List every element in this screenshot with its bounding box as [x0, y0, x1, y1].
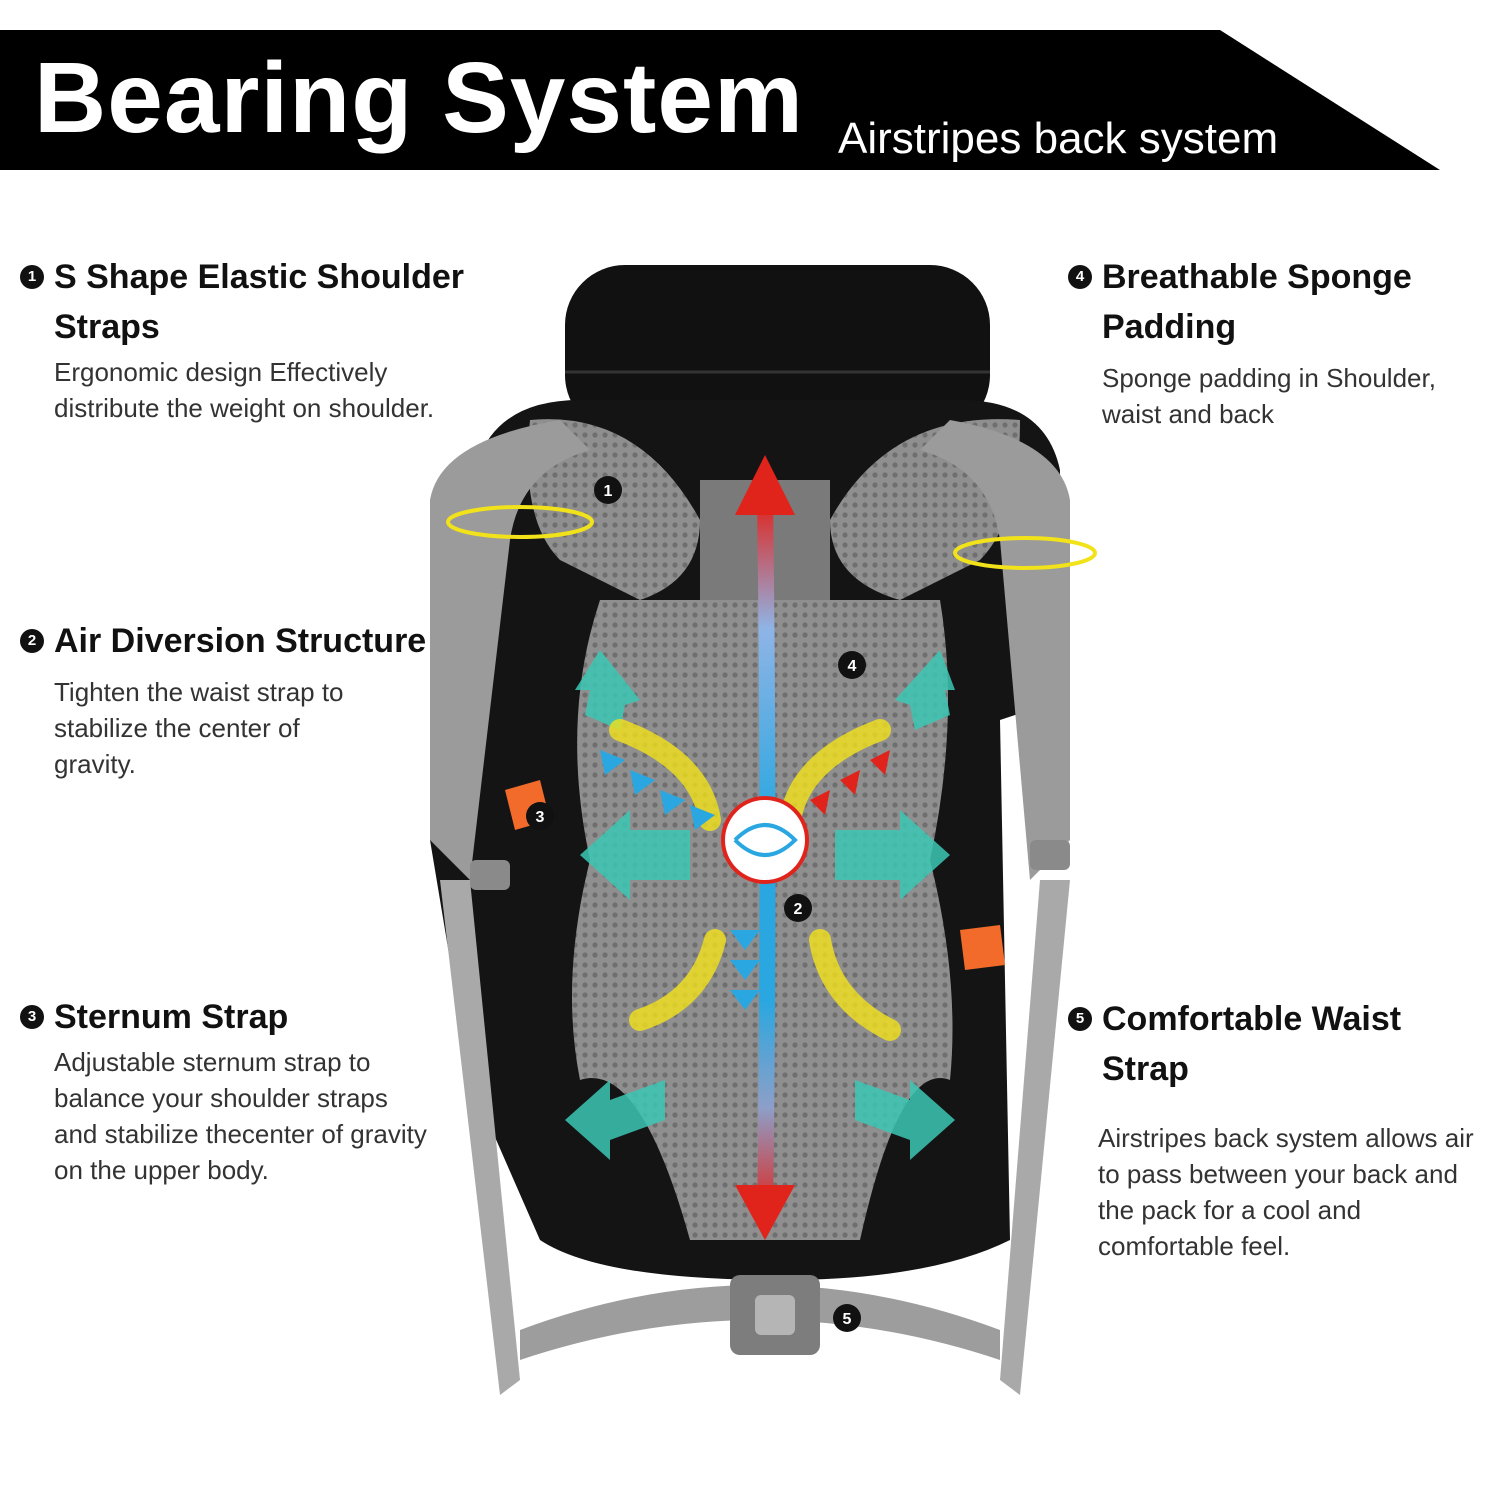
feature-number-badge: 4 [1068, 265, 1092, 289]
feature-description: Ergonomic design Effectively distribute … [54, 357, 435, 423]
rotation-right [953, 536, 1097, 570]
feature-sternum-strap: 3 Sternum Strap Adjustable sternum strap… [20, 992, 440, 1188]
feature-title: Air Diversion Structure [54, 622, 427, 660]
marker-4: 4 [838, 651, 866, 679]
svg-text:3: 3 [536, 809, 545, 826]
svg-text:1: 1 [604, 483, 613, 500]
hot-triangles [810, 750, 890, 815]
feature-air-diversion: 2 Air Diversion Structure Tighten the wa… [20, 616, 470, 782]
feature-title: S Shape Elastic Shoulder Straps [54, 258, 465, 346]
feature-number-badge: 2 [20, 629, 44, 653]
marker-3: 3 [526, 802, 554, 830]
feature-waist-strap: 5 Comfortable Waist Strap Airstripes bac… [1068, 994, 1488, 1264]
feature-shoulder-straps: 1 S Shape Elastic Shoulder Straps Ergono… [20, 252, 500, 426]
page-title: Bearing System [34, 42, 804, 154]
shoulder-pads [430, 419, 1070, 880]
feature-description: Tighten the waist strap to stabilize the… [54, 677, 344, 779]
feature-title: Sternum Strap [54, 998, 289, 1036]
feature-title: Breathable Sponge Padding [1102, 258, 1412, 346]
header-banner [0, 30, 1440, 170]
feature-description: Adjustable sternum strap to balance your… [54, 1047, 427, 1185]
rotation-left [446, 505, 594, 539]
svg-text:5: 5 [843, 1311, 852, 1328]
center-emblem [721, 796, 809, 884]
feature-sponge-padding: 4 Breathable Sponge Padding Sponge paddi… [1068, 252, 1488, 432]
svg-text:4: 4 [848, 658, 857, 675]
page-subtitle: Airstripes back system [838, 114, 1279, 163]
feature-number-badge: 1 [20, 265, 44, 289]
svg-text:2: 2 [794, 901, 803, 918]
side-straps [440, 840, 1070, 1395]
marker-1: 1 [594, 476, 622, 504]
feature-title: Comfortable Waist Strap [1102, 1000, 1402, 1088]
feature-description: Airstripes back system allows air to pas… [1098, 1123, 1474, 1261]
feature-number-badge: 3 [20, 1005, 44, 1029]
waist-strap [520, 1275, 1000, 1360]
marker-5: 5 [833, 1304, 861, 1332]
cold-triangles [600, 750, 760, 1010]
feature-number-badge: 5 [1068, 1007, 1092, 1031]
feature-description: Sponge padding in Shoulder, waist and ba… [1102, 363, 1436, 429]
marker-2: 2 [784, 894, 812, 922]
airflow-arrows [565, 650, 955, 1160]
sternum-buckle-right [960, 925, 1005, 970]
